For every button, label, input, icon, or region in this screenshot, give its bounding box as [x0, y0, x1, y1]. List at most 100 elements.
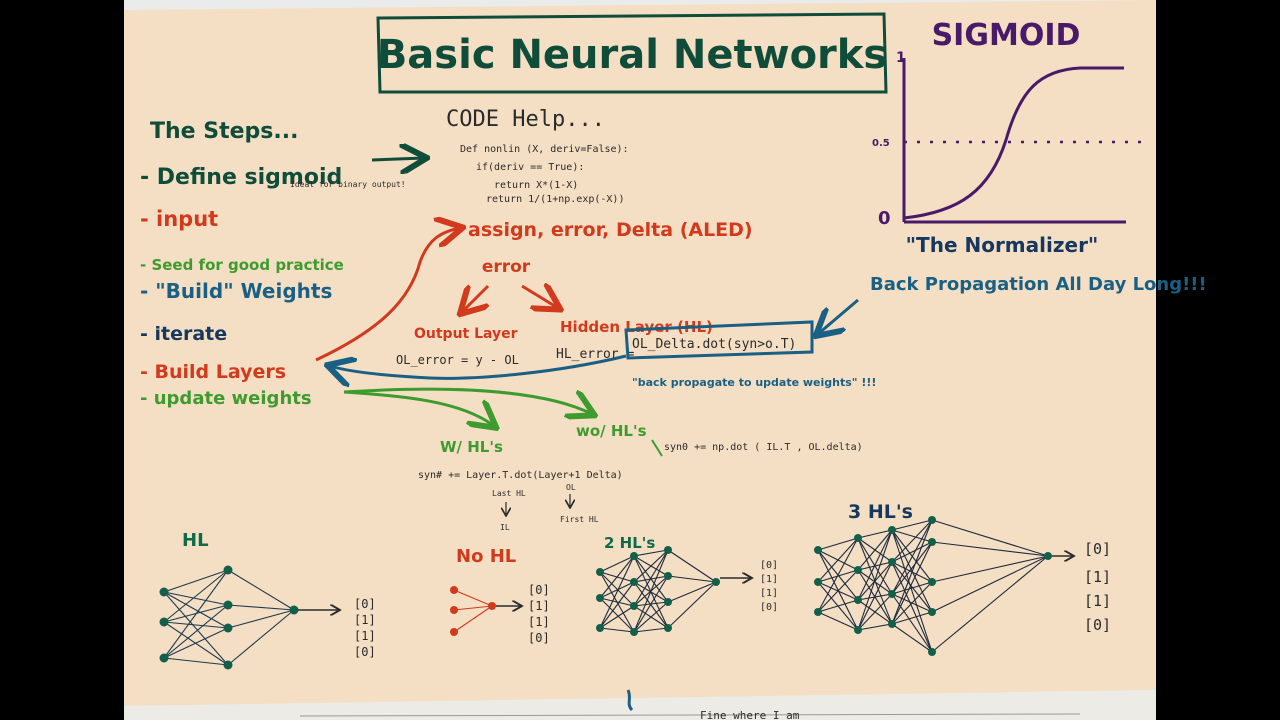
- network-connection: [891, 541, 933, 563]
- network-two-hl-label: 2 HL's: [604, 534, 655, 552]
- network-connection: [817, 537, 859, 551]
- network-connection: [599, 597, 635, 633]
- network-node: [630, 552, 638, 560]
- network-connection: [667, 581, 717, 629]
- define-arrow: [371, 158, 424, 160]
- network-connection: [163, 627, 229, 659]
- network-node: [289, 605, 299, 615]
- network-node: [928, 578, 936, 586]
- network-node: [159, 617, 169, 627]
- net1-output-0: [0]: [354, 597, 376, 611]
- title-frame: [376, 12, 888, 94]
- network-connection: [817, 537, 859, 583]
- network-connection: [891, 541, 933, 625]
- network-connection: [931, 555, 1049, 583]
- network-connection: [891, 519, 933, 531]
- without-hl-tick: [651, 439, 663, 457]
- update-arrow-without-hl: [343, 387, 592, 414]
- network-connection: [891, 581, 933, 625]
- network-three-hidden-layers: [814, 516, 1052, 656]
- network-node: [450, 628, 458, 636]
- network-connection: [633, 601, 669, 633]
- network-node: [888, 620, 896, 628]
- network-connection: [857, 593, 893, 631]
- net4-output-0: [0]: [1084, 540, 1111, 558]
- network-connection: [163, 569, 229, 659]
- network-node: [854, 534, 862, 542]
- network-connection: [931, 555, 1049, 613]
- network-connection: [599, 605, 635, 629]
- sigmoid-axis-zero: 0: [878, 208, 891, 229]
- network-connection: [931, 519, 1049, 557]
- network-connection: [891, 561, 933, 613]
- network-node: [223, 623, 233, 633]
- network-connection: [857, 529, 893, 539]
- with-hl-formula: syn# += Layer.T.dot(Layer+1 Delta): [418, 470, 623, 481]
- network-node: [450, 606, 458, 614]
- steps-list: - Define sigmoid- input- Seed for good p…: [140, 165, 344, 409]
- without-hl-label: wo/ HL's: [576, 422, 647, 440]
- network-node: [814, 578, 822, 586]
- net2-output-0: [0]: [528, 583, 550, 597]
- network-connection: [891, 529, 933, 653]
- network-connection: [891, 519, 933, 625]
- update-arrow-with-hl: [343, 390, 494, 426]
- network-three-hl-label: 3 HL's: [848, 501, 913, 523]
- code-line-2: if(deriv == True):: [476, 162, 584, 173]
- network-connection: [599, 555, 635, 629]
- build-layers-arrow: [315, 228, 460, 362]
- net3-output-1: [1]: [760, 574, 778, 585]
- network-node: [159, 587, 169, 597]
- network-node: [888, 590, 896, 598]
- network-connection: [817, 537, 859, 613]
- network-connection: [931, 555, 1049, 653]
- network-connection: [163, 621, 229, 629]
- network-connection: [453, 605, 493, 633]
- network-connection: [633, 627, 669, 633]
- network-connection: [599, 581, 635, 629]
- network-connection: [857, 529, 893, 631]
- backprop-note: Back Propagation All Day Long!!!: [870, 274, 1207, 295]
- network-connection: [667, 581, 717, 603]
- network-connection: [857, 569, 893, 595]
- network-node: [596, 624, 604, 632]
- error-arrow-right: [521, 286, 558, 308]
- network-node: [630, 602, 638, 610]
- network-node: [596, 594, 604, 602]
- network-connection: [633, 549, 669, 583]
- step-item: - iterate: [140, 323, 227, 345]
- net4-output-1: [1]: [1084, 568, 1111, 586]
- network-node: [223, 565, 233, 575]
- net2-output-1: [1]: [528, 599, 550, 613]
- code-line-4: return 1/(1+np.exp(-X)): [486, 194, 624, 205]
- network-connection: [453, 605, 493, 611]
- steps-heading: The Steps...: [150, 119, 298, 144]
- network-node: [888, 526, 896, 534]
- step-item: - Seed for good practice: [140, 256, 344, 274]
- network-connection: [633, 549, 669, 557]
- ol-label: OL: [566, 483, 576, 492]
- network-connection: [857, 529, 893, 601]
- network-connection: [817, 549, 859, 631]
- net3-output-3: [0]: [760, 602, 778, 613]
- backprop-arrow-note: "back propagate to update weights" !!!: [632, 376, 876, 389]
- last-hl-label: Last HL: [492, 489, 526, 498]
- network-connection: [891, 519, 933, 595]
- network-connection: [891, 623, 933, 653]
- code-line-1: Def nonlin (X, deriv=False):: [460, 144, 629, 155]
- network-node: [928, 538, 936, 546]
- hl-error-box: [624, 320, 814, 360]
- network-connection: [891, 541, 933, 595]
- net3-output-0: [0]: [760, 560, 778, 571]
- network-connection: [817, 569, 859, 613]
- network-node: [854, 596, 862, 604]
- network-node: [814, 546, 822, 554]
- sigmoid-axis-one: 1: [896, 50, 906, 66]
- poster-title: Basic Neural Networks: [377, 32, 887, 78]
- net1-output-3: [0]: [354, 645, 376, 659]
- network-connection: [891, 561, 933, 653]
- network-connection: [857, 561, 893, 631]
- network-connection: [599, 581, 635, 599]
- network-connection: [163, 604, 229, 659]
